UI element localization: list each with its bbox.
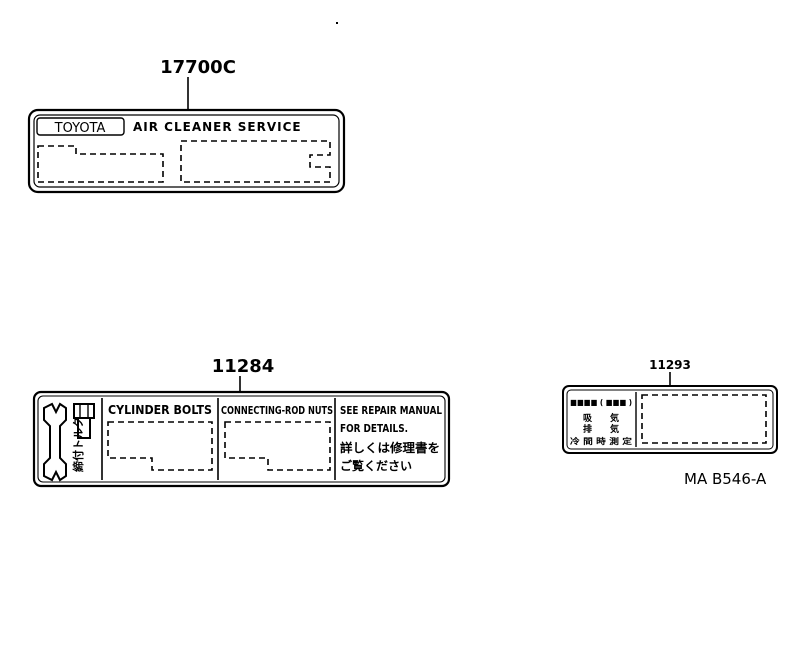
- label-inner-outline: [33, 114, 340, 188]
- jp-details-line1: 詳しくは修理書を: [340, 440, 440, 455]
- connecting-rod-nuts-title: CONNECTING-ROD NUTS: [221, 404, 333, 417]
- toyota-logo-box: [36, 117, 125, 136]
- wrench-icon: [43, 402, 67, 482]
- label-inner-outline: [566, 389, 774, 450]
- label-valve-clearance: 11293 ■■■■ ( ■■■ ) 吸 気 排 気 冷 間 時 測 定: [562, 358, 778, 454]
- jp-details-line2: ご覧ください: [340, 458, 412, 473]
- blank-field-col2: [224, 421, 331, 471]
- exhaust-text: 排 気: [583, 423, 619, 435]
- see-repair-manual-text: SEE REPAIR MANUAL: [340, 404, 442, 417]
- blank-field-left: [37, 145, 164, 183]
- label-air-cleaner: 17700C TOYOTA AIR CLEANER SERVICE: [27, 57, 346, 194]
- air-cleaner-heading: AIR CLEANER SERVICE: [133, 120, 302, 134]
- label-outline: [27, 108, 346, 194]
- intake-text: 吸 気: [583, 412, 619, 424]
- part-number-11293: 11293: [649, 358, 691, 372]
- blank-field-right: [180, 140, 331, 183]
- cylinder-bolts-title: CYLINDER BOLTS: [108, 403, 212, 417]
- label-outline: [562, 385, 778, 454]
- part-number-17700c: 17700C: [160, 57, 236, 78]
- speck: [336, 22, 338, 24]
- label-inner-outline: [37, 395, 446, 483]
- cold-measure-text: 冷 間 時 測 定: [570, 436, 632, 446]
- blank-field-col1: [107, 421, 213, 471]
- label-outline: [32, 390, 451, 488]
- toyota-logo-text: TOYOTA: [54, 121, 106, 136]
- for-details-text: FOR DETAILS.: [340, 422, 408, 435]
- label-torque: 11284 締付トルク CYLINDER BOLTS CONNECTING-RO…: [32, 356, 451, 488]
- diagram-id: MA B546-A: [684, 470, 767, 488]
- part-number-11284: 11284: [212, 356, 275, 377]
- torque-vertical-text: 締付トルク: [71, 417, 85, 472]
- valve-clearance-title: ■■■■ ( ■■■ ): [570, 398, 632, 407]
- blank-field: [641, 394, 767, 444]
- bolt-icon: [73, 403, 95, 439]
